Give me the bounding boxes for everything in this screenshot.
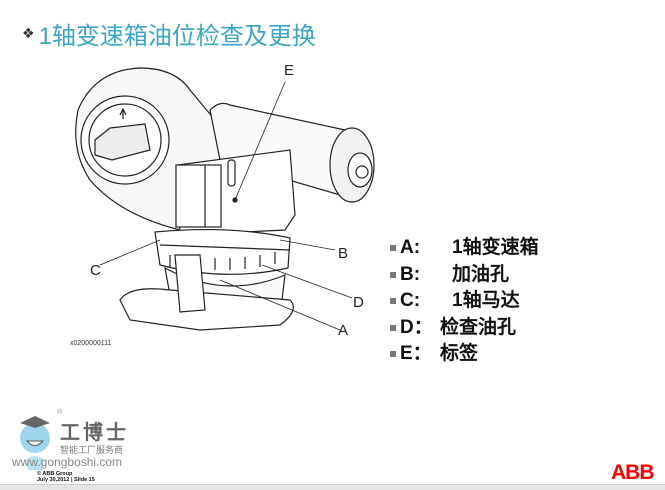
watermark-slogan: 智能工厂服务商 [60,445,124,455]
callout-d: D [353,294,364,311]
legend-item: E：标签 [390,341,539,368]
callout-a: A [338,322,349,339]
upper-motor [209,102,375,203]
legend-item: A:1轴变速箱 [390,235,539,262]
legend-list: A:1轴变速箱 B:加油孔 C:1轴马达 D：检查油孔 E：标签 [390,235,539,368]
diamond-bullet-icon: ❖ [22,25,35,41]
registered-mark: ® [57,409,63,416]
watermark-brand: 工博士 [60,422,129,444]
square-bullet-icon [390,324,396,331]
legend-item: C:1轴马达 [390,288,539,315]
abb-logo: ABB [611,461,654,484]
callout-b: B [338,245,349,262]
square-bullet-icon [390,351,396,358]
watermark-url: www.gongboshi.com [12,455,123,469]
square-bullet-icon [390,298,396,305]
callout-c: C [90,262,101,279]
callout-e: E [284,62,295,79]
axis1-motor [175,164,222,228]
mascot-logo-icon [20,416,50,470]
legend-item: B:加油孔 [390,262,539,289]
square-bullet-icon [390,271,396,278]
slide-title: ❖ 1轴变速箱油位检查及更换 [22,16,316,51]
slide-title-text: 1轴变速箱油位检查及更换 [38,23,316,50]
figure-caption: x0200000111 [70,340,112,347]
robot-base [119,254,294,331]
callout-lines [99,81,353,331]
legend-item: D：检查油孔 [390,315,539,342]
bottom-bar [0,484,665,490]
footer-info: © ABB Group July 30,2012 | Slide 15 [37,471,95,483]
square-bullet-icon [390,245,396,252]
